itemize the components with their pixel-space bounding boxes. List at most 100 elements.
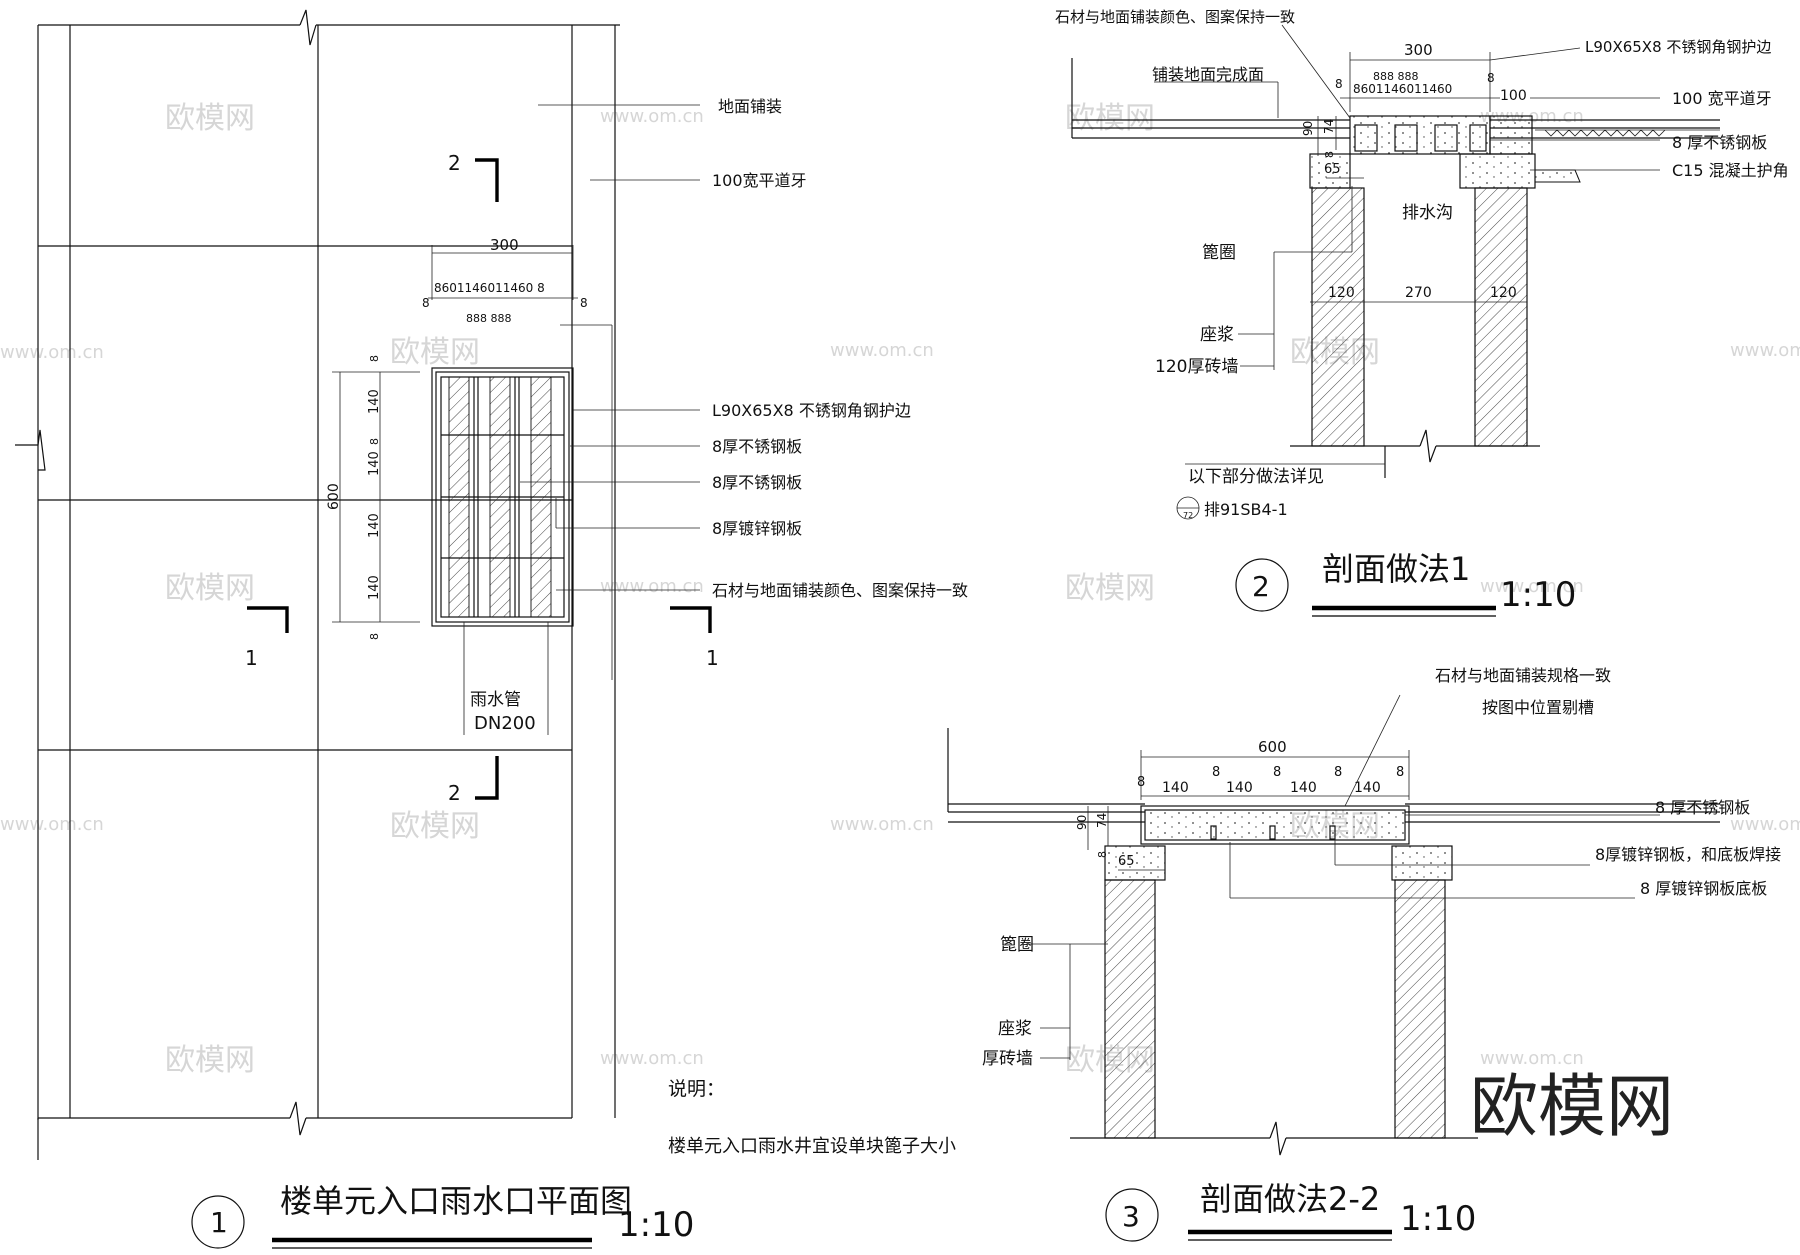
plan-dim-width: 300: [490, 236, 519, 254]
s2-scale: 1:10: [1400, 1199, 1476, 1239]
s2-label-ss-plate: 8 厚不锈钢板: [1655, 798, 1750, 817]
s1-dim-segments: 8601146011460: [1353, 82, 1452, 96]
label-pipe-size: DN200: [474, 713, 536, 734]
watermark-url: www.om.cn: [600, 106, 704, 127]
section-2: 600 8 140 8 140 8 140 8 140 8 90 74 8 65…: [947, 666, 1781, 1242]
s2-dim-65: 65: [1118, 854, 1135, 869]
watermark-url: www.om.cn: [600, 1048, 704, 1069]
label-galv-plate: 8厚镀锌钢板: [712, 519, 802, 538]
watermark-url: www.om.cn: [0, 342, 104, 363]
plan-dim-height: 600: [326, 483, 342, 510]
watermark-url: www.om.cn: [1480, 576, 1584, 597]
label-stone: 石材与地面铺装颜色、图案保持一致: [712, 581, 968, 600]
section-1: 300 8601146011460 888 888 8 8 100 90 74 …: [1055, 8, 1789, 617]
plan-view: 300 8601146011460 8 888 888 8 8 600 140 …: [15, 9, 968, 1249]
label-ss-plate: 8厚不锈钢板: [712, 437, 802, 456]
watermark-url: www.om.cn: [1480, 1048, 1584, 1069]
s1-label-reference: 以下部分做法详见: [1188, 467, 1324, 487]
label-rain-pipe: 雨水管: [470, 690, 521, 710]
s2-dim-seg: 140: [1226, 780, 1253, 796]
s1-ref-circle: 72: [1183, 511, 1193, 520]
brand-watermark: 欧模网: [1470, 1068, 1674, 1147]
label-curb: 100宽平道牙: [712, 171, 807, 190]
s2-dim-seg: 8: [1334, 765, 1342, 780]
s2-dim-seg: 140: [1354, 780, 1381, 796]
s1-title-number: 2: [1252, 570, 1270, 603]
s1-dim-100: 100: [1500, 88, 1527, 104]
section-mark-2-bottom: 2: [448, 781, 461, 805]
watermark-text: 欧模网: [390, 335, 480, 370]
s2-title-number: 3: [1122, 1200, 1140, 1233]
plan-dim-140: 140: [367, 575, 382, 600]
s2-label-top2: 按图中位置剔槽: [1482, 698, 1594, 717]
label-ss-plate: 8厚不锈钢板: [712, 473, 802, 492]
watermark-layer: 欧模网 www.om.cn 欧模网 www.om.cn www.om.cn 欧模…: [0, 101, 1800, 1147]
watermark-text: 欧模网: [165, 571, 255, 606]
plan-dim-8: 8: [368, 633, 381, 640]
note-body: 楼单元入口雨水井宜设单块篦子大小: [668, 1136, 956, 1157]
plan-dim-8: 8: [368, 438, 381, 445]
s1-label-concrete: C15 混凝土护角: [1672, 161, 1789, 180]
label-paving: 地面铺装: [718, 97, 782, 116]
s1-label-ss-plate: 8 厚不锈钢板: [1672, 133, 1767, 152]
s1-label-curb: 100 宽平道牙: [1672, 89, 1772, 108]
watermark-text: 欧模网: [1065, 571, 1155, 606]
s1-dim-270: 270: [1405, 285, 1432, 301]
s1-dim-8v: 8: [1323, 151, 1336, 158]
s1-title: 剖面做法1: [1322, 550, 1470, 588]
watermark-url: www.om.cn: [0, 814, 104, 835]
plan-dim-segments: 8601146011460 8: [434, 281, 545, 295]
s1-dim-65: 65: [1324, 162, 1341, 177]
watermark-text: 欧模网: [1065, 101, 1155, 136]
note-heading: 说明：: [668, 1078, 725, 1100]
s1-label-angle: L90X65X8 不锈钢角钢护边: [1585, 38, 1771, 56]
s2-dim-seg: 8: [1212, 765, 1220, 780]
s1-dim-8: 8: [1335, 77, 1343, 91]
s2-dim-90: 90: [1075, 815, 1089, 830]
watermark-url: www.om.cn: [1730, 340, 1800, 361]
grate-bars: [441, 376, 564, 618]
s1-label-finish: 铺装地面完成面: [1152, 65, 1264, 84]
s2-dim-seg: 8: [1273, 765, 1281, 780]
s2-label-galv-weld: 8厚镀锌钢板，和底板焊接: [1595, 845, 1781, 864]
s1-dim-120: 120: [1490, 285, 1517, 301]
plan-dim-140: 140: [367, 451, 382, 476]
s1-dim-120: 120: [1328, 285, 1355, 301]
s2-dim-600: 600: [1258, 738, 1287, 756]
section-mark-1-left: 1: [245, 646, 258, 670]
s1-label-ditch: 排水沟: [1402, 203, 1453, 223]
plan-title-number: 1: [210, 1206, 228, 1239]
plan-dim-140: 140: [367, 513, 382, 538]
s1-label-grate: 篦圈: [1202, 243, 1236, 263]
s1-dim-300: 300: [1404, 41, 1433, 59]
s2-dim-74: 74: [1095, 813, 1109, 828]
s1-scale: 1:10: [1500, 575, 1576, 615]
plan-title: 楼单元入口雨水口平面图: [280, 1182, 632, 1220]
plan-dim-140: 140: [367, 389, 382, 414]
watermark-text: 欧模网: [165, 101, 255, 136]
plan-dim-sub: 888 888: [466, 312, 512, 325]
s1-dim-74: 74: [1322, 119, 1336, 134]
s1-dim-90: 90: [1301, 121, 1315, 136]
s2-label-wall: 厚砖墙: [982, 1049, 1033, 1069]
section-mark-2-top: 2: [448, 151, 461, 175]
s1-dim-8: 8: [1487, 71, 1495, 85]
plan-dim-left8: 8: [422, 296, 430, 310]
s1-dim-sub: 888 888: [1373, 70, 1419, 83]
s1-label-wall: 120厚砖墙: [1155, 357, 1238, 377]
s2-label-top1: 石材与地面铺装规格一致: [1435, 666, 1611, 685]
s2-dim-8v: 8: [1096, 851, 1109, 858]
label-angle-steel: L90X65X8 不锈钢角钢护边: [712, 401, 911, 420]
watermark-url: www.om.cn: [600, 576, 704, 597]
s2-dim-seg: 140: [1290, 780, 1317, 796]
watermark-text: 欧模网: [165, 1043, 255, 1078]
s1-label-ref-code: 排91SB4-1: [1204, 500, 1288, 519]
s2-label-grate: 篦圈: [1000, 935, 1034, 955]
watermark-url: www.om.cn: [1730, 814, 1800, 835]
s2-dim-seg: 8: [1396, 765, 1404, 780]
plan-dim-8: 8: [368, 355, 381, 362]
watermark-url: www.om.cn: [830, 814, 934, 835]
watermark-url: www.om.cn: [830, 340, 934, 361]
s1-label-mortar: 座浆: [1200, 325, 1234, 345]
